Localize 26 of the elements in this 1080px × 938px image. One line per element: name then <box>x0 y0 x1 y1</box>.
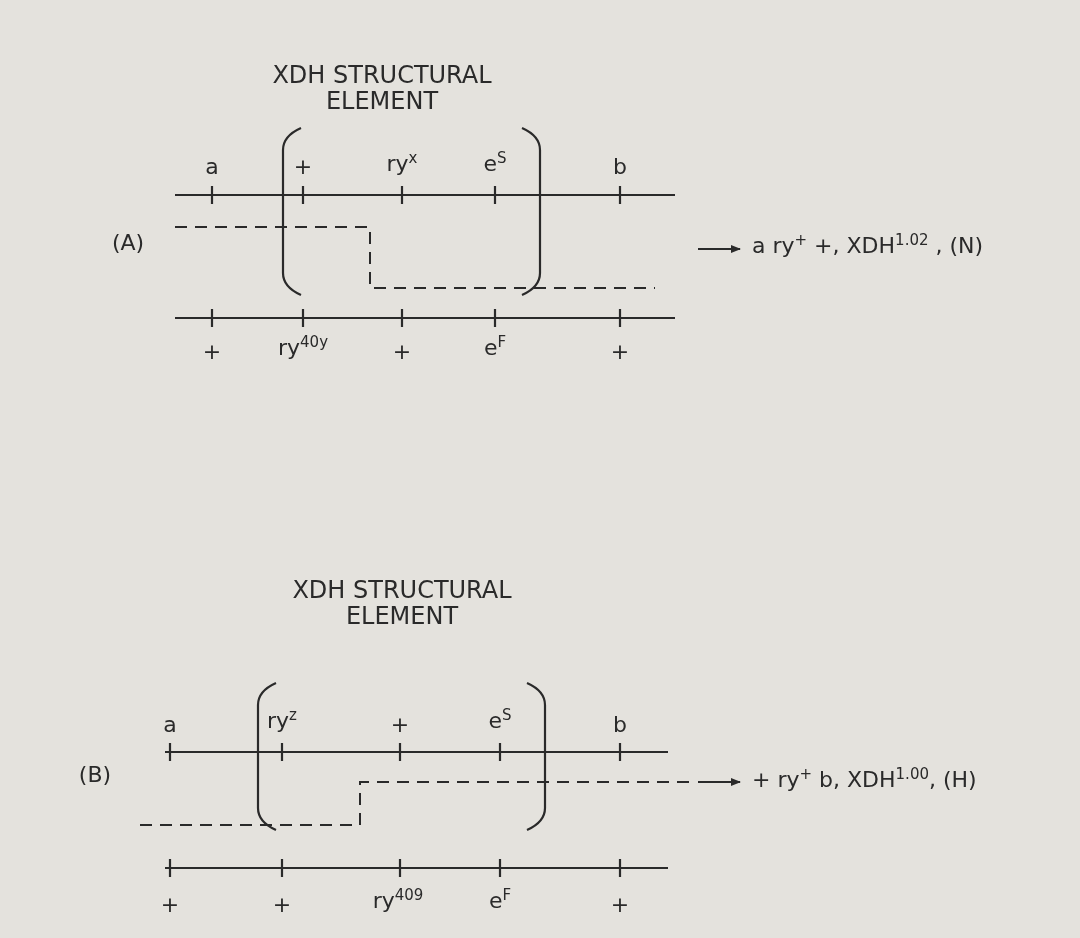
result-text: a ry$^{+}$ +, XDH$^{1.02}$ , (N) <box>752 231 984 259</box>
allele-label: ry$^{z}$ <box>267 706 297 734</box>
heading: XDH STRUCTURAL ELEMENT <box>272 61 492 115</box>
allele-label: b <box>613 154 627 180</box>
panel-label: (B) <box>78 762 112 788</box>
allele-label: + <box>610 339 630 365</box>
panel-label: (A) <box>111 230 145 256</box>
allele-label: e$^{F}$ <box>483 333 507 361</box>
allele-label: e$^{S}$ <box>488 706 512 734</box>
allele-label: a <box>163 712 177 738</box>
allele-label: ry$^{x}$ <box>386 149 418 177</box>
allele-label: a <box>205 154 219 180</box>
allele-label: + <box>272 892 292 918</box>
allele-label: + <box>202 339 222 365</box>
allele-label: + <box>610 892 630 918</box>
allele-label: b <box>613 712 627 738</box>
allele-label: + <box>160 892 180 918</box>
allele-label: + <box>390 712 410 738</box>
heading: XDH STRUCTURAL ELEMENT <box>292 576 512 630</box>
allele-label: + <box>392 339 412 365</box>
allele-label: ry$^{409}$ <box>372 886 424 914</box>
allele-label: e$^{S}$ <box>483 149 507 177</box>
result-text: + ry$^{+}$ b, XDH$^{1.00}$, (H) <box>752 765 977 793</box>
allele-label: ry$^{40y}$ <box>278 333 328 361</box>
allele-label: e$^{F}$ <box>488 886 512 914</box>
allele-label: + <box>293 154 313 180</box>
